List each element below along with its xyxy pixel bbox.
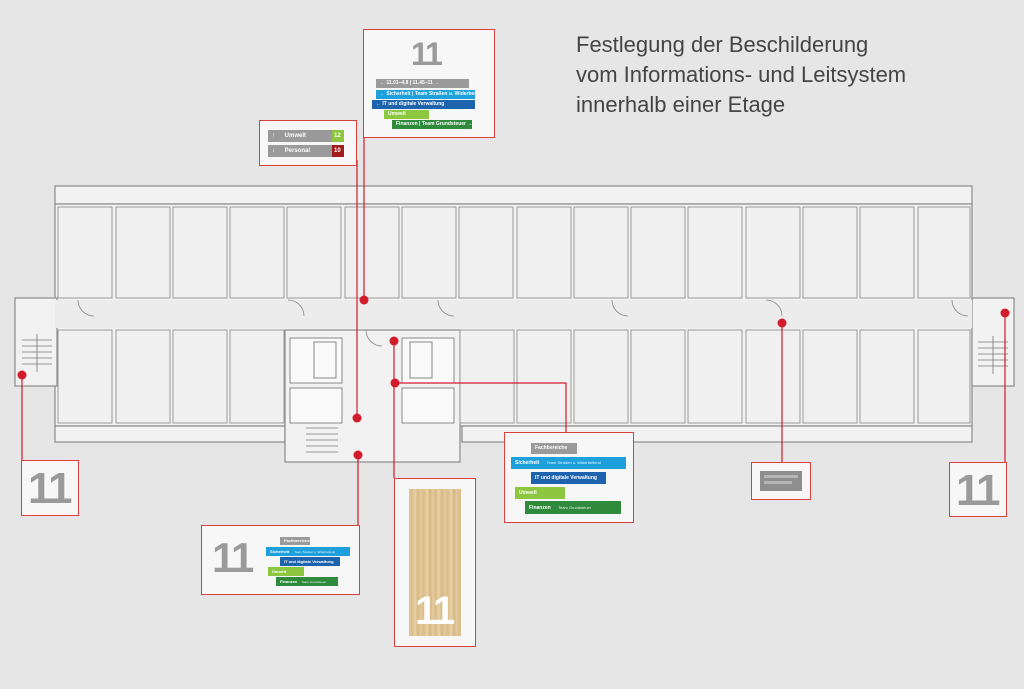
room-bottom bbox=[745, 329, 801, 424]
room-bottom bbox=[802, 329, 858, 424]
room-top bbox=[229, 206, 285, 299]
callout-room-plate bbox=[751, 462, 811, 500]
direction-label-umwelt: Umwelt bbox=[284, 133, 307, 139]
sign-sublabel: Team Grundsteuer bbox=[301, 580, 327, 584]
sign-row-sicherheit: ← Sicherheit | Team Straßen u. Widerbeit… bbox=[376, 90, 475, 99]
page-title: Festlegung der Beschilderung vom Informa… bbox=[576, 30, 906, 120]
room-top bbox=[458, 206, 514, 299]
room-bottom bbox=[573, 329, 629, 424]
room-top bbox=[172, 206, 228, 299]
room-top bbox=[630, 206, 686, 299]
title-line-2: vom Informations- und Leitsystem bbox=[576, 62, 907, 87]
sign-header-fachbereiche: Fachbereiche bbox=[280, 537, 310, 545]
sign-row-umwelt: Umwelt bbox=[515, 487, 565, 499]
wood-door-panel: 11 bbox=[409, 489, 461, 636]
sign-label: Sicherheit bbox=[515, 460, 540, 466]
room-bottom bbox=[630, 329, 686, 424]
title-line-3: innerhalb einer Etage bbox=[576, 92, 786, 117]
room-top bbox=[401, 206, 457, 299]
marker-8 bbox=[1000, 308, 1010, 318]
room-bottom bbox=[917, 329, 971, 424]
room-bottom bbox=[115, 329, 171, 424]
room-plate-text bbox=[764, 481, 792, 484]
sign-header-fachbereiche: Fachbereiche bbox=[531, 443, 577, 454]
callout-floor-left: 11 bbox=[21, 460, 79, 516]
direction-label-personal: Personal bbox=[284, 148, 311, 154]
marker-6 bbox=[390, 378, 400, 388]
room-bottom bbox=[172, 329, 228, 424]
balcony-top bbox=[54, 185, 973, 205]
sign-row-umwelt: Umwelt bbox=[268, 567, 304, 576]
room-bottom bbox=[687, 329, 743, 424]
room-top bbox=[115, 206, 171, 299]
floor-number: 11 bbox=[411, 36, 443, 72]
direction-number-umwelt: 12 bbox=[332, 130, 344, 142]
sign-row-finanzen: Finanzen Team Grundsteuer bbox=[276, 577, 338, 586]
sign-row-sicherheit: Sicherheit Team Straßen u. Widerbeitend bbox=[511, 457, 626, 469]
sign-row-finanzen: Finanzen | Team Grundsteuer → bbox=[392, 120, 472, 129]
callout-bottom-left-sign: 11 Fachbereiche Sicherheit Team Straßen … bbox=[201, 525, 360, 595]
room-top bbox=[745, 206, 801, 299]
arrow-down-icon: ↓ bbox=[272, 148, 275, 154]
marker-5 bbox=[389, 336, 399, 346]
title-line-1: Festlegung der Beschilderung bbox=[576, 32, 869, 57]
room-plate-text bbox=[764, 475, 798, 478]
callout-door-sign: 11 bbox=[394, 478, 476, 647]
room-top bbox=[802, 206, 858, 299]
sign-row-it: ← IT und digitale Verwaltung bbox=[372, 100, 475, 109]
callout-top-sign: 11 ← 11.01–4.8 | 11.45–11 → ← Sicherheit… bbox=[363, 29, 495, 138]
sign-row-sicherheit: Sicherheit Team Straßen u. Widerbeitend bbox=[266, 547, 350, 556]
room-top bbox=[917, 206, 971, 299]
direction-number-personal: 10 bbox=[332, 145, 344, 157]
callout-right-sign: Fachbereiche Sicherheit Team Straßen u. … bbox=[504, 432, 634, 523]
room-bottom bbox=[57, 329, 113, 424]
direction-row-personal: ↓ Personal bbox=[268, 145, 340, 157]
room-top bbox=[859, 206, 915, 299]
room-top bbox=[516, 206, 572, 299]
sign-header: ← 11.01–4.8 | 11.45–11 → bbox=[376, 79, 469, 88]
marker-7 bbox=[777, 318, 787, 328]
room-top bbox=[57, 206, 113, 299]
marker-2 bbox=[352, 413, 362, 423]
floor-number-right: 11 bbox=[956, 466, 1000, 515]
room-bottom bbox=[229, 329, 285, 424]
room-bottom bbox=[859, 329, 915, 424]
door-floor-number: 11 bbox=[415, 589, 455, 633]
sign-sublabel: Team Grundsteuer bbox=[558, 505, 592, 510]
arrow-up-icon: ↑ bbox=[272, 133, 275, 139]
callout-direction-sign: ↑ Umwelt 12 ↓ Personal 10 bbox=[259, 120, 357, 166]
callout-floor-right: 11 bbox=[949, 462, 1007, 517]
sign-row-it: IT und digitale Verwaltung bbox=[531, 472, 606, 484]
room-top bbox=[687, 206, 743, 299]
room-top bbox=[286, 206, 342, 299]
corridor bbox=[55, 300, 972, 328]
sign-label: Finanzen bbox=[529, 505, 551, 511]
sign-row-finanzen: Finanzen Team Grundsteuer bbox=[525, 501, 621, 514]
room-top bbox=[344, 206, 400, 299]
sign-row-it: IT und digitale Verwaltung bbox=[280, 557, 340, 566]
marker-4 bbox=[353, 450, 363, 460]
floor-number-left: 11 bbox=[28, 464, 72, 513]
room-top bbox=[573, 206, 629, 299]
sign-sublabel: Team Straßen u. Widerbeitend bbox=[546, 460, 601, 465]
marker-3 bbox=[17, 370, 27, 380]
sign-label: Sicherheit bbox=[270, 549, 290, 554]
balcony-bottom-left bbox=[54, 425, 286, 443]
sign-row-umwelt: Umwelt bbox=[384, 110, 429, 119]
room-bottom bbox=[459, 329, 515, 424]
marker-1 bbox=[359, 295, 369, 305]
direction-row-umwelt: ↑ Umwelt bbox=[268, 130, 340, 142]
room-bottom bbox=[516, 329, 572, 424]
sign-sublabel: Team Straßen u. Widerbeitend bbox=[294, 550, 336, 554]
floor-number-sign: 11 bbox=[212, 534, 254, 581]
sign-label: Finanzen bbox=[280, 579, 298, 584]
